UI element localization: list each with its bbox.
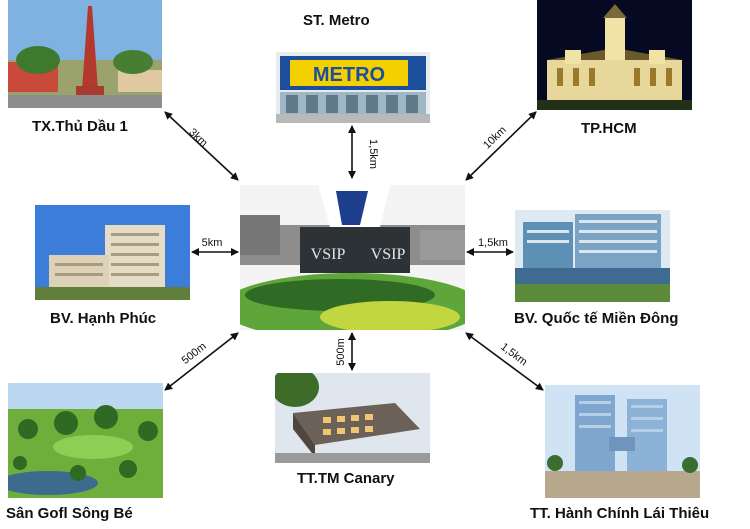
arrow-thu-dau-mot [164, 111, 239, 181]
arrow-hcm [465, 111, 537, 181]
thu-dau-mot-photo [8, 0, 162, 108]
lai-thieu-photo [545, 385, 700, 498]
arrow-lai-thieu [465, 332, 544, 391]
vsip-center-photo: VSIP VSIP [240, 185, 465, 330]
hanh-phuc-photo [35, 205, 190, 300]
hcm-photo [537, 0, 692, 110]
metro-store-sign: METRO [313, 64, 385, 86]
label-canary: TT.TM Canary [297, 470, 395, 487]
distance-thu-dau-mot: 3km [186, 126, 209, 149]
arrow-song-be [164, 332, 239, 391]
distance-hanh-phuc: 5km [202, 237, 223, 249]
label-hanh-phuc: BV. Hạnh Phúc [50, 310, 157, 327]
label-lai-thieu: TT. Hành Chính Lái Thiêu [530, 505, 710, 522]
distance-mien-dong: 1,5km [478, 237, 508, 249]
distance-metro: 1,5km [367, 139, 379, 169]
vsip-sign: VSIP [311, 246, 346, 263]
label-mien-dong: BV. Quốc tế Miền Đông [514, 310, 679, 327]
label-hcm: TP.HCM [581, 120, 637, 137]
metro-photo: METRO [276, 52, 430, 123]
canary-photo [275, 373, 430, 463]
vsip-sign-2: VSIP [371, 246, 406, 263]
mien-dong-photo [515, 210, 670, 302]
label-thu-dau-mot: TX.Thủ Dầu 1 [32, 118, 128, 135]
song-be-photo [8, 383, 163, 498]
distance-canary: 500m [335, 338, 347, 366]
distance-song-be: 500m [180, 340, 209, 366]
distance-lai-thieu: 1,5km [498, 341, 529, 369]
label-song-be: Sân Gofl Sông Bé [6, 505, 133, 522]
distance-hcm: 10km [481, 124, 509, 151]
label-metro: ST. Metro [303, 12, 370, 29]
